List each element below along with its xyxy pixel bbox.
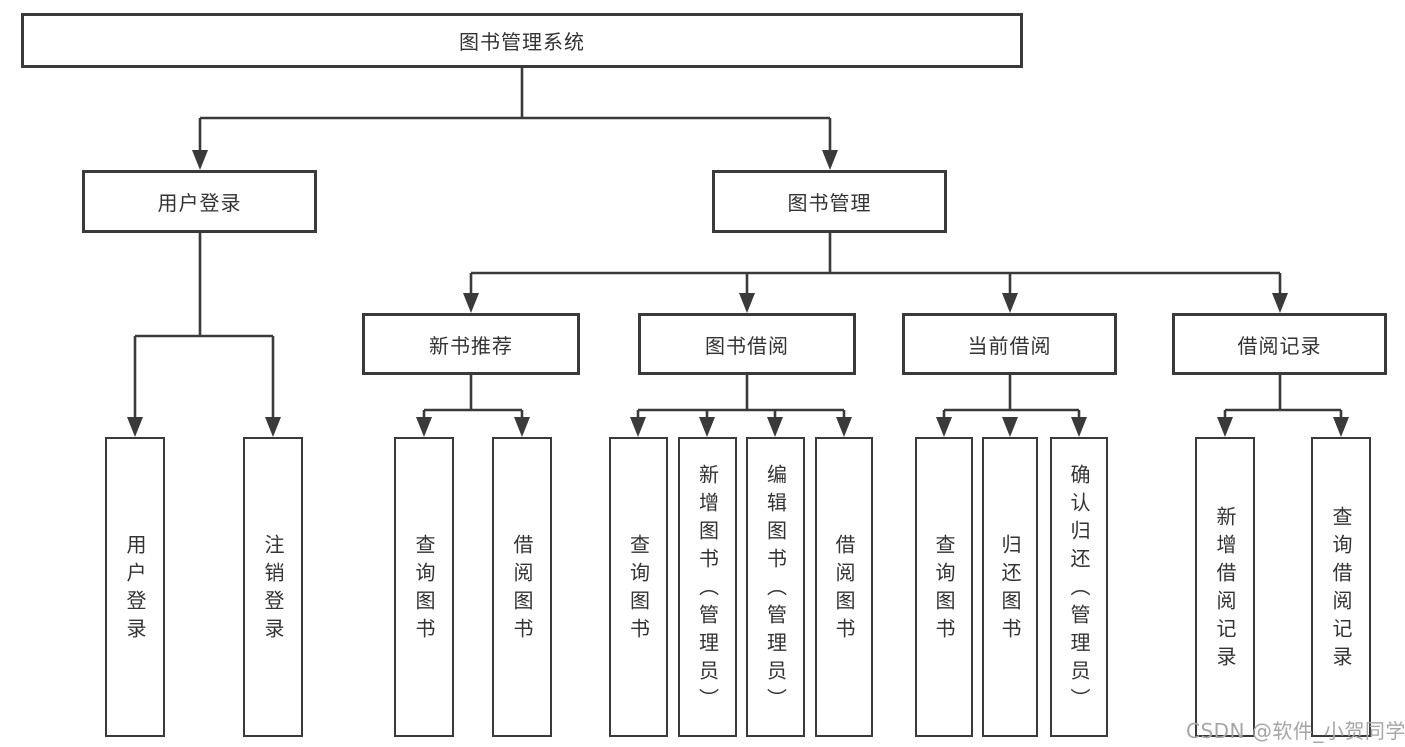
node-library-system: 图书管理系统 [21,13,1023,68]
leaf-edit-book-admin: 编辑图书（管理员） [746,437,805,737]
leaf-query-books-recommend: 查询图书 [394,437,454,737]
leaf-borrow-books-recommend: 借阅图书 [492,437,552,737]
leaf-add-borrow-record: 新增借阅记录 [1195,437,1255,737]
node-book-management: 图书管理 [712,170,947,233]
node-book-borrow: 图书借阅 [638,313,856,375]
leaf-user-login: 用户登录 [105,437,165,737]
node-new-book-recommend: 新书推荐 [362,313,580,375]
leaf-confirm-return-admin: 确认归还（管理员） [1050,437,1108,737]
node-user-login-branch: 用户登录 [82,170,317,233]
node-current-borrow: 当前借阅 [902,313,1117,375]
leaf-query-borrow-record: 查询借阅记录 [1311,437,1371,737]
leaf-query-books-borrow: 查询图书 [609,437,668,737]
leaf-query-books-current: 查询图书 [915,437,973,737]
leaf-borrow-books: 借阅图书 [815,437,873,737]
leaf-logout: 注销登录 [243,437,303,737]
node-borrow-records: 借阅记录 [1172,313,1387,375]
leaf-return-book: 归还图书 [982,437,1038,737]
leaf-add-book-admin: 新增图书（管理员） [678,437,737,737]
csdn-watermark: CSDN @软件_小贺同学 [1186,719,1405,743]
